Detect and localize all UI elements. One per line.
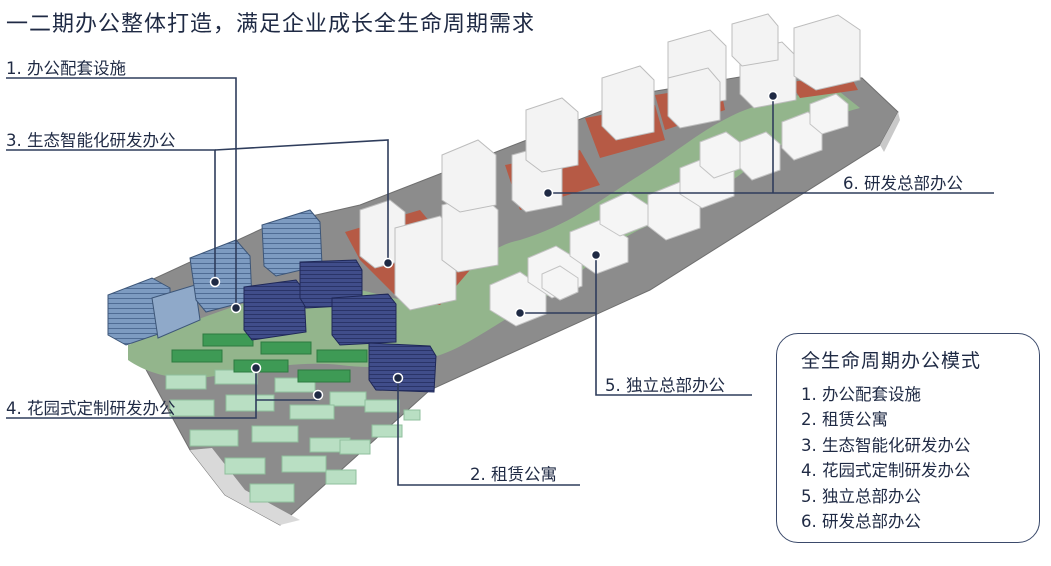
leader-5b <box>595 313 752 396</box>
site-edge-right <box>880 112 900 152</box>
legend-title: 全生命周期办公模式 <box>801 350 982 372</box>
label-garden-custom-rd: 4. 花园式定制研发办公 <box>6 399 176 418</box>
legend-box: 全生命周期办公模式 1. 办公配套设施 2. 租赁公寓 3. 生态智能化研发办公… <box>776 333 1040 543</box>
label-rental-apartments: 2. 租赁公寓 <box>470 465 557 484</box>
independent-hq-offices <box>489 93 849 327</box>
leader-4 <box>6 368 257 419</box>
legend-item: 6. 研发总部办公 <box>801 512 921 532</box>
hq-towers <box>359 13 861 311</box>
legend-item: 5. 独立总部办公 <box>801 486 921 506</box>
legend-list: 1. 办公配套设施 2. 租赁公寓 3. 生态智能化研发办公 4. 花园式定制研… <box>801 382 971 534</box>
leader-1 <box>6 77 237 308</box>
label-office-facilities: 1. 办公配套设施 <box>6 59 126 78</box>
leader-2 <box>397 378 580 486</box>
leader-3 <box>6 149 216 282</box>
site-edge <box>190 448 300 525</box>
leader-3b <box>214 139 389 263</box>
label-independent-hq: 5. 独立总部办公 <box>605 376 725 395</box>
page-title: 一二期办公整体打造，满足企业成长全生命周期需求 <box>6 12 536 37</box>
leader-lines <box>6 77 994 486</box>
legend-item: 1. 办公配套设施 <box>801 385 921 404</box>
supporting-facilities <box>171 333 368 383</box>
legend-item: 3. 生态智能化研发办公 <box>801 435 971 455</box>
label-eco-smart-rd: 3. 生态智能化研发办公 <box>6 131 176 150</box>
legend-item: 2. 租赁公寓 <box>801 410 888 430</box>
rental-apartments <box>243 259 437 393</box>
label-rd-hq: 6. 研发总部办公 <box>843 174 963 193</box>
legend-item: 4. 花园式定制研发办公 <box>801 461 971 481</box>
leader-dots <box>209 90 779 401</box>
